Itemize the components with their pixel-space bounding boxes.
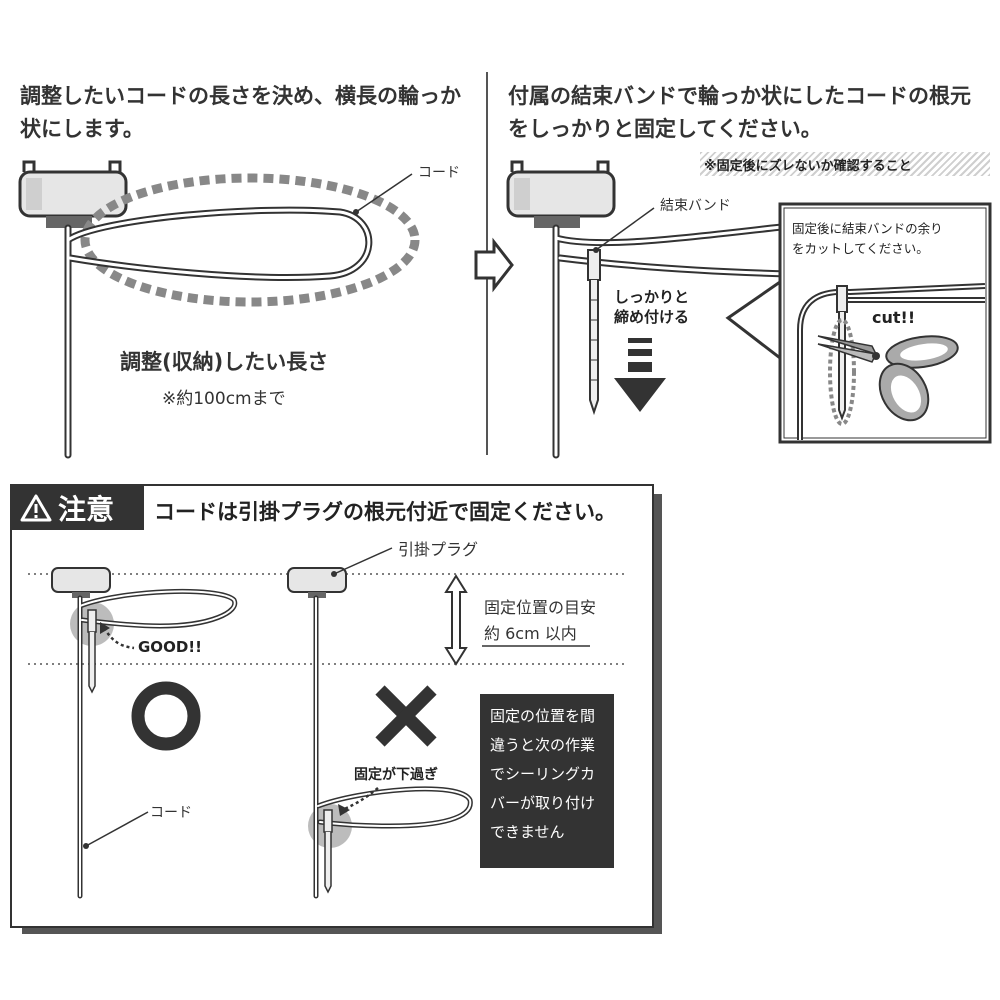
step2-note-background: [700, 152, 990, 176]
step1-length-ellipse: [80, 173, 420, 307]
step1-ceiling-plug: [18, 160, 128, 228]
tighten-line-2: 締め付ける: [614, 308, 690, 326]
too-low-label: 固定が下過ぎ: [354, 767, 438, 783]
step1-cord-label: コード: [418, 165, 460, 181]
caution-title: コードは引掛プラグの根元付近で固定ください。: [154, 500, 616, 524]
step2-band-leader: [595, 207, 655, 251]
next-step-arrow: [474, 237, 514, 293]
step2-band-label: 結束バンド: [660, 198, 731, 214]
step1-instruction: 調整したいコードの長さを決め、横長の輪っか状にします。: [20, 84, 461, 141]
step2-cable-tie: [587, 249, 601, 416]
step1-length-label: 調整(収納)したい長さ: [120, 350, 329, 374]
step1-cord-loop-inner: [66, 208, 371, 457]
cut-label: cut!!: [872, 308, 916, 327]
step2-note: ※固定後にズレないか確認すること: [704, 159, 912, 174]
inset-text-line-2: をカットしてください。: [792, 241, 929, 256]
warning-box: 固定の位置を間違うと次の作業でシーリングカバーが取り付けできません: [480, 694, 614, 868]
inset-text-line-1: 固定後に結束バンドの余り: [792, 221, 943, 236]
step2-instruction: 付属の結束バンドで輪っか状にしたコードの根元をしっかりと固定してください。: [508, 84, 972, 141]
step1-length-note: ※約100cmまで: [162, 389, 286, 409]
step2-ceiling-plug: [506, 160, 616, 228]
step1-cord-loop: [64, 206, 373, 459]
scissors-icon: [817, 335, 959, 422]
caution-badge: 注意: [12, 486, 144, 530]
good-label: GOOD!!: [138, 638, 202, 656]
caution-cord-label: コード: [150, 805, 192, 821]
position-line-2: 約 6cm 以内: [484, 624, 577, 643]
plug-label: 引掛プラグ: [398, 540, 479, 559]
warning-triangle-icon: [20, 494, 52, 522]
position-line-1: 固定位置の目安: [484, 598, 597, 617]
tighten-down-arrow: [614, 338, 666, 412]
step1-cord-leader: [355, 173, 413, 213]
caution-badge-label: 注意: [58, 493, 115, 526]
tighten-line-1: しっかりと: [614, 288, 690, 306]
